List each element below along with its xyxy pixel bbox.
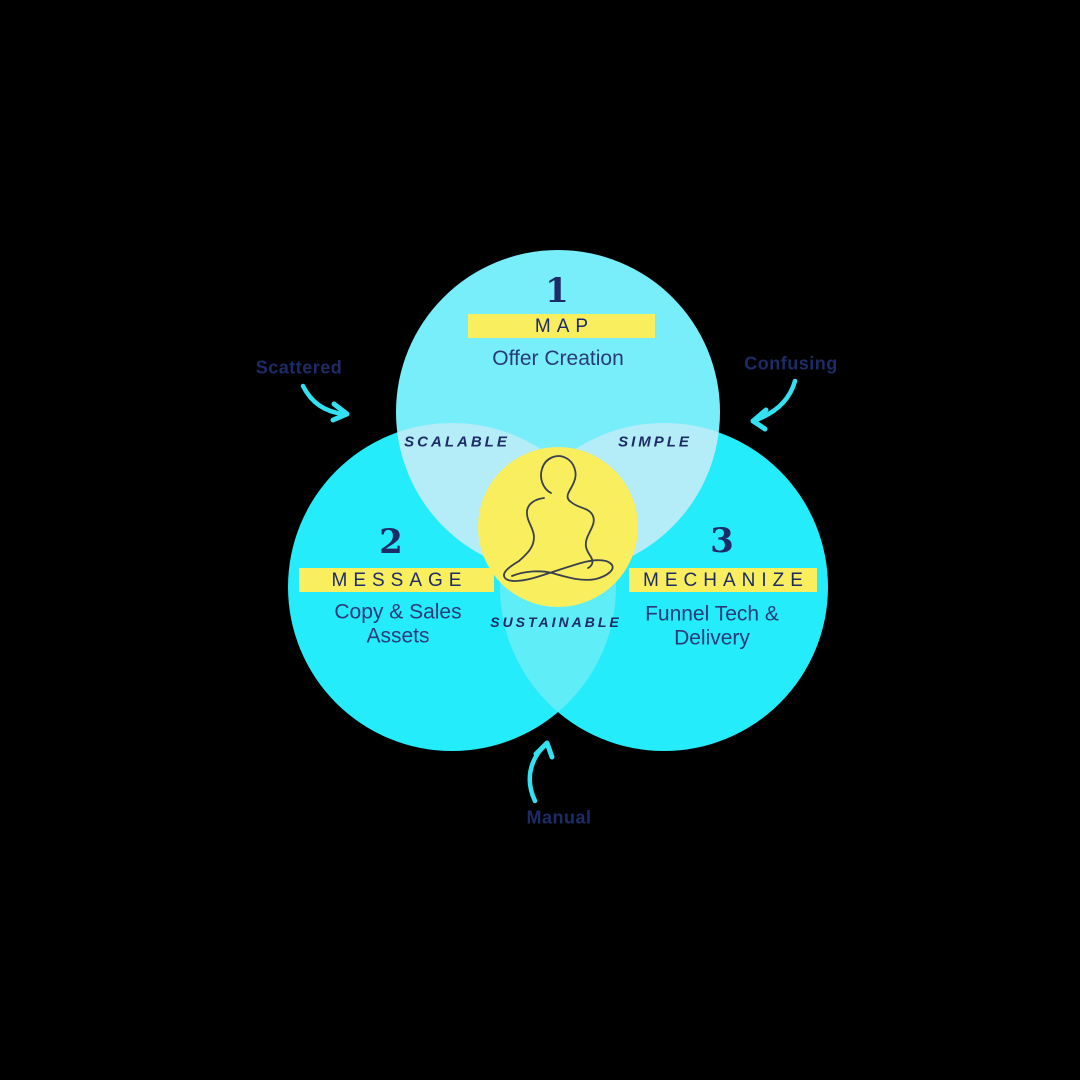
manual-arrow-icon	[527, 740, 555, 804]
mechanize-banner: MECHANIZE	[629, 568, 817, 592]
message-banner: MESSAGE	[299, 568, 494, 592]
annotation-confusing: Confusing	[744, 353, 838, 374]
center-circle	[478, 447, 638, 607]
mechanize-banner-label: MECHANIZE	[643, 569, 809, 591]
circle-message-number: 2	[379, 522, 403, 562]
map-subtitle: Offer Creation	[492, 347, 624, 371]
scattered-arrow-icon	[300, 383, 350, 423]
circle-mechanize-number: 3	[710, 521, 734, 561]
overlap-label-sustainable: SUSTAINABLE	[490, 614, 622, 630]
map-banner: MAP	[468, 314, 655, 338]
overlap-label-simple: SIMPLE	[618, 433, 692, 451]
annotation-manual: Manual	[526, 807, 592, 828]
mechanize-subtitle: Funnel Tech & Delivery	[645, 602, 779, 649]
annotation-scattered: Scattered	[255, 357, 343, 378]
message-subtitle: Copy & Sales Assets	[334, 600, 462, 647]
message-banner-label: MESSAGE	[331, 569, 468, 591]
map-banner-label: MAP	[534, 315, 595, 337]
overlap-label-scalable: SCALABLE	[404, 433, 510, 451]
meditating-person-icon	[503, 455, 614, 582]
circle-map-number: 1	[545, 271, 569, 311]
confusing-arrow-icon	[750, 378, 798, 432]
